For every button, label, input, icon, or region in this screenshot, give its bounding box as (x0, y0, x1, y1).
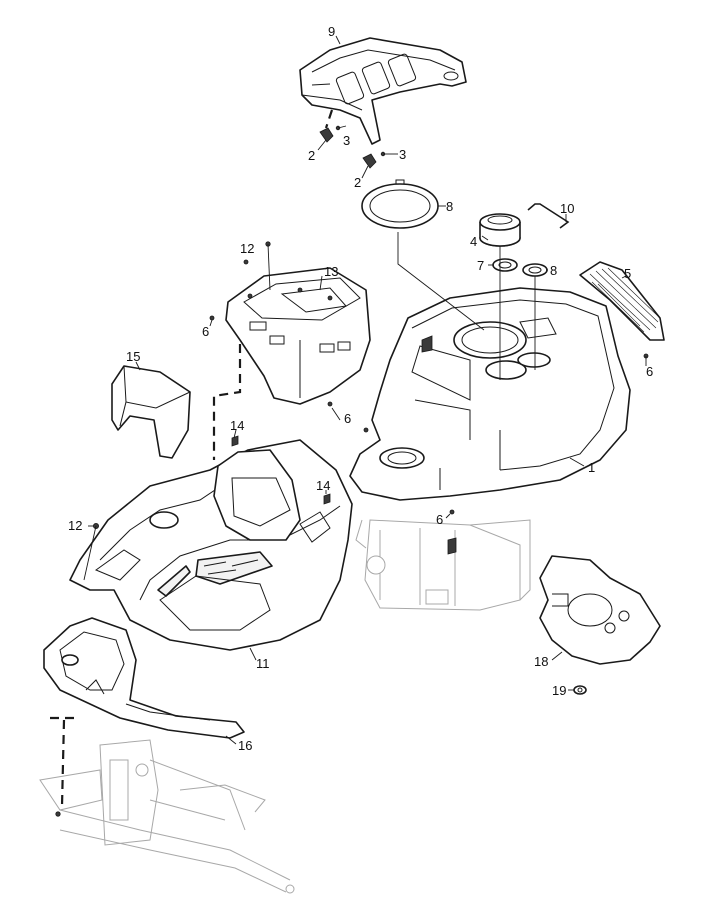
callout-19: 19 (552, 683, 566, 698)
callout-15: 15 (126, 349, 140, 364)
part-2-3-clips (319, 109, 398, 169)
callout-11: 11 (256, 656, 270, 671)
part-19-nut (573, 685, 587, 695)
front-axle-frame-ghost (39, 739, 295, 894)
part-8-seal (522, 263, 548, 277)
part-18-plate (539, 555, 661, 665)
part-5-grille (579, 261, 665, 341)
callout-13: 13 (324, 264, 338, 279)
callout-5: 5 (624, 266, 631, 281)
fasteners (55, 241, 649, 817)
callout-labels: 9 2 3 2 3 8 10 4 7 8 5 12 13 6 6 6 15 14… (68, 24, 653, 753)
chassis-frame-ghost (355, 519, 531, 611)
part-1-hood-body (349, 287, 631, 501)
callout-14-upper: 14 (230, 418, 244, 433)
callout-leaders (88, 35, 647, 745)
callout-2-lower: 2 (354, 175, 361, 190)
assembly-lines (397, 232, 536, 380)
callout-14-lower: 14 (316, 478, 330, 493)
callout-6-right: 6 (646, 364, 653, 379)
part-15-small-cover (111, 365, 191, 459)
callout-4: 4 (470, 234, 477, 249)
part-9-top-cover (299, 37, 467, 145)
part-4-fuel-cap (479, 213, 521, 247)
callout-9: 9 (328, 24, 335, 39)
callout-3-upper: 3 (343, 133, 350, 148)
callout-8-upper: 8 (446, 199, 453, 214)
callout-6-left: 6 (202, 324, 209, 339)
connection-dashes (50, 344, 242, 807)
part-10-wire-bracket (527, 203, 570, 229)
callout-16: 16 (238, 738, 252, 753)
callout-12-upper: 12 (240, 241, 254, 256)
callout-6-console: 6 (344, 411, 351, 426)
part-16-front-skirt (43, 617, 245, 739)
callout-10: 10 (560, 201, 574, 216)
part-13-dash-console (225, 267, 371, 405)
callout-12-lower: 12 (68, 518, 82, 533)
callout-8-lower: 8 (550, 263, 557, 278)
callout-3-lower: 3 (399, 147, 406, 162)
part-7-seal (492, 258, 518, 272)
part-11-main-shroud (69, 439, 353, 651)
callout-2-upper: 2 (308, 148, 315, 163)
callout-7: 7 (477, 258, 484, 273)
callout-6-lower: 6 (436, 512, 443, 527)
callout-1: 1 (588, 460, 595, 475)
callout-18: 18 (534, 654, 548, 669)
part-8-gasket-ring (361, 179, 446, 229)
